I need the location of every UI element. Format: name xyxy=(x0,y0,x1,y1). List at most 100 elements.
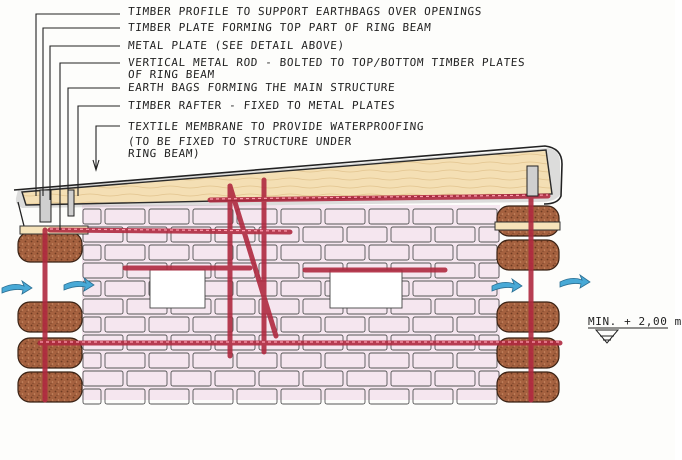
wall-block xyxy=(192,316,234,333)
wall-block xyxy=(104,388,146,405)
earthbag xyxy=(496,301,560,333)
wall-block xyxy=(104,316,146,333)
wall-block xyxy=(346,226,388,243)
wall-block xyxy=(280,388,322,405)
wall-block xyxy=(280,280,322,297)
level-marker xyxy=(588,327,668,344)
wall-block xyxy=(258,298,300,315)
window-opening-left xyxy=(149,269,206,309)
wall-block xyxy=(82,244,102,261)
wall-block xyxy=(412,208,454,225)
wall-block xyxy=(214,298,256,315)
wall-block xyxy=(412,352,454,369)
label-textile-membrane: TEXTILE MEMBRANE TO PROVIDE WATERPROOFIN… xyxy=(127,120,425,133)
wall-block xyxy=(368,352,410,369)
wall-block xyxy=(368,388,410,405)
label-membrane-note-2: RING BEAM) xyxy=(127,147,201,160)
wall-block xyxy=(170,226,212,243)
earthbag xyxy=(496,371,560,403)
wall-block xyxy=(412,316,454,333)
wall-block xyxy=(192,244,234,261)
wall-block xyxy=(456,316,498,333)
wall-block xyxy=(258,226,300,243)
wall-block xyxy=(368,316,410,333)
wall-block xyxy=(126,226,168,243)
steel-frame xyxy=(37,177,563,403)
wall-block xyxy=(148,208,190,225)
earthbag xyxy=(17,371,83,403)
label-earth-bags: EARTH BAGS FORMING THE MAIN STRUCTURE xyxy=(127,81,396,94)
wall-block xyxy=(478,226,500,243)
wall-block xyxy=(280,316,322,333)
label-vertical-rod: VERTICAL METAL ROD - BOLTED TO TOP/BOTTO… xyxy=(127,56,526,69)
wall-block xyxy=(324,388,366,405)
wall-block xyxy=(148,244,190,261)
wall-block xyxy=(214,370,256,387)
wall-block xyxy=(192,352,234,369)
wall-block xyxy=(104,352,146,369)
wall-block xyxy=(324,352,366,369)
wall-block xyxy=(324,208,366,225)
wall-block xyxy=(280,352,322,369)
label-level-marker: MIN. + 2,00 m xyxy=(588,315,682,328)
wall-block xyxy=(214,226,256,243)
airflow-arrow xyxy=(63,276,95,292)
wall-block xyxy=(148,316,190,333)
wall-block xyxy=(104,280,146,297)
wall-block xyxy=(82,208,102,225)
earthbag xyxy=(17,231,83,263)
label-timber-profile: TIMBER PROFILE TO SUPPORT EARTHBAGS OVER… xyxy=(127,5,483,18)
wall-block xyxy=(302,226,344,243)
earthbag xyxy=(17,301,83,333)
wall-block xyxy=(192,208,234,225)
wall-block xyxy=(456,352,498,369)
airflow-arrow xyxy=(491,277,523,293)
wall-block xyxy=(82,352,102,369)
wall-block xyxy=(412,280,454,297)
wall-block xyxy=(434,370,476,387)
wall-block xyxy=(236,316,278,333)
wall-block xyxy=(434,226,476,243)
wall-block xyxy=(390,370,432,387)
wall-block xyxy=(82,298,124,315)
wall-block xyxy=(104,208,146,225)
wall-block xyxy=(192,388,234,405)
wall-block xyxy=(302,370,344,387)
airflow-arrow xyxy=(559,273,591,289)
wall-block xyxy=(412,388,454,405)
wall-block xyxy=(148,352,190,369)
earthbag xyxy=(496,239,560,271)
wall-block xyxy=(346,370,388,387)
timber-rafter xyxy=(13,145,563,227)
block-wall xyxy=(82,205,500,405)
wall-block xyxy=(434,298,476,315)
ventilation-arrows xyxy=(1,273,591,295)
wall-block xyxy=(82,388,102,405)
wall-block xyxy=(236,352,278,369)
wall-block xyxy=(258,262,300,279)
label-ring-beam: OF RING BEAM xyxy=(127,68,216,81)
textile-membrane xyxy=(13,145,563,205)
wall-block xyxy=(170,370,212,387)
label-membrane-note-1: (TO BE FIXED TO STRUCTURE UNDER xyxy=(127,135,353,148)
label-timber-plate: TIMBER PLATE FORMING TOP PART OF RING BE… xyxy=(127,21,432,34)
wall-block xyxy=(280,244,322,261)
wall-block xyxy=(390,226,432,243)
wall-block xyxy=(82,262,124,279)
leader-lines xyxy=(35,13,120,230)
wall-block xyxy=(236,244,278,261)
wall-block xyxy=(236,388,278,405)
airflow-arrow xyxy=(1,279,33,295)
wall-block xyxy=(324,316,366,333)
wall-block xyxy=(126,370,168,387)
wall-block xyxy=(368,244,410,261)
wall-block xyxy=(82,370,124,387)
wall-block xyxy=(456,388,498,405)
metal-plate xyxy=(39,165,539,223)
label-metal-plate: METAL PLATE (SEE DETAIL ABOVE) xyxy=(127,39,346,52)
wall-block xyxy=(368,208,410,225)
wall-block xyxy=(280,208,322,225)
wall-block xyxy=(82,280,102,297)
